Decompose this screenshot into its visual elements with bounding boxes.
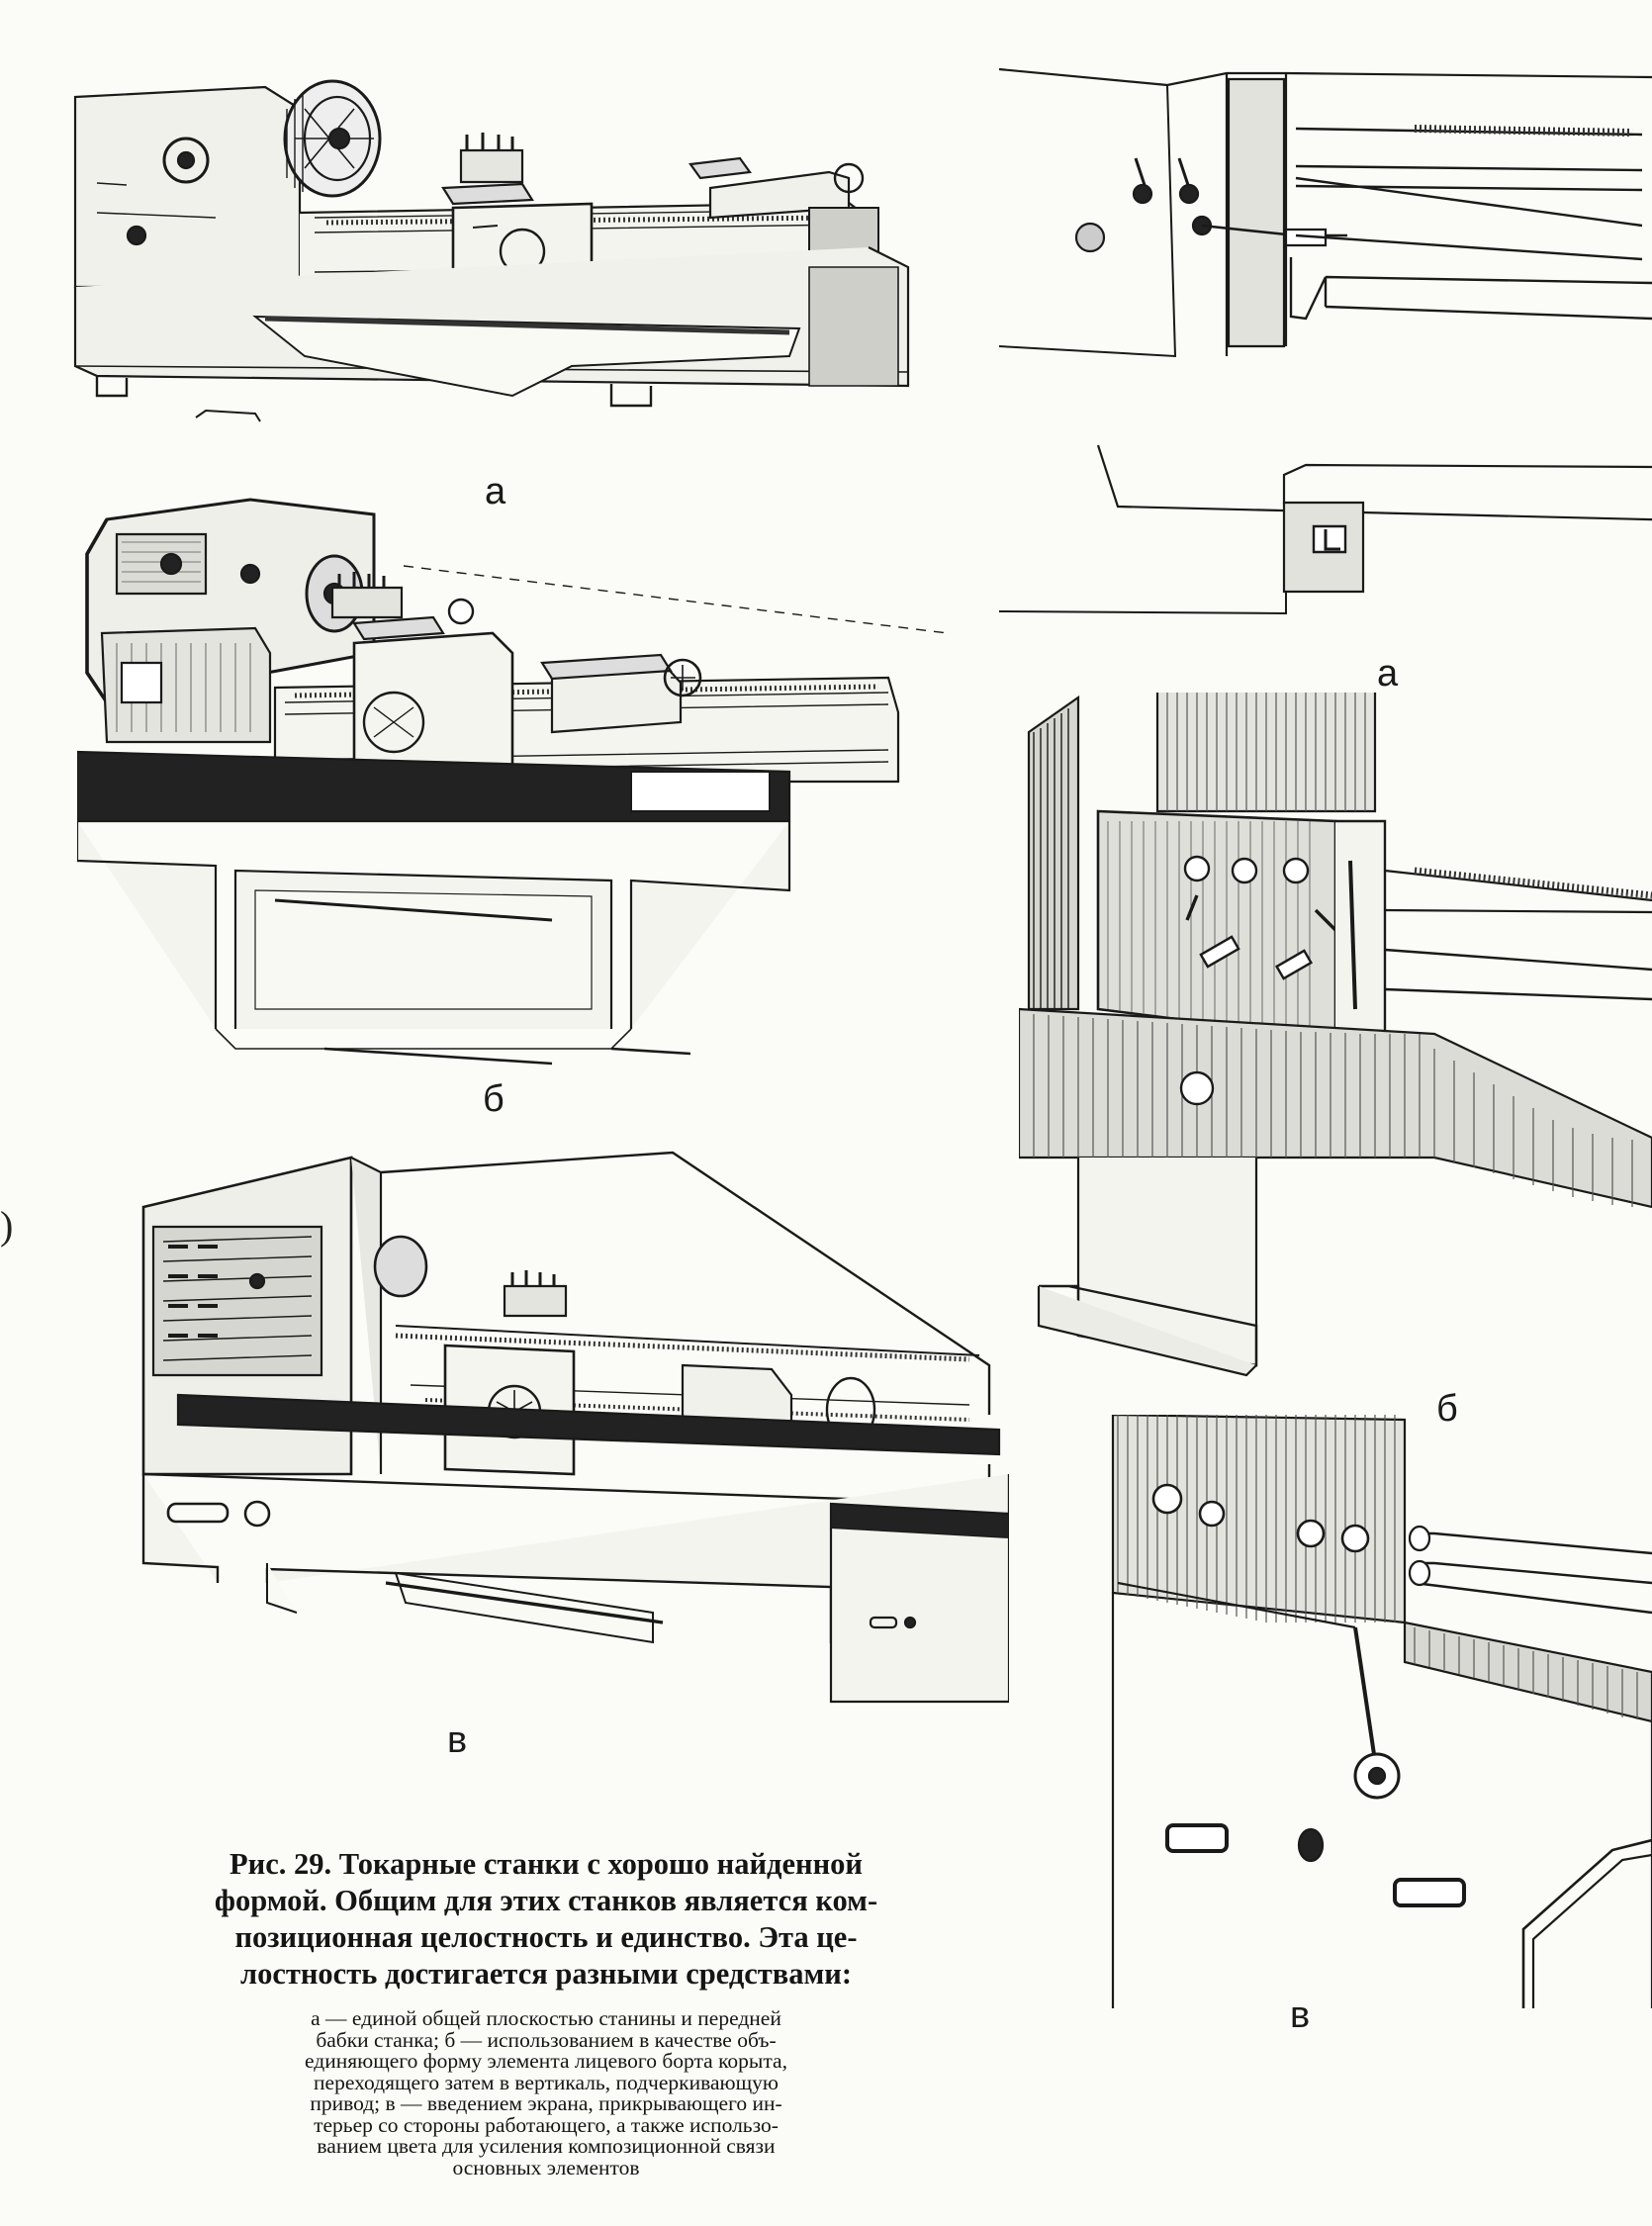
lathe-detail-c (1058, 1415, 1652, 2008)
lathe-detail-a (999, 59, 1652, 623)
caption-body-line: привод; в — введением экрана, прикрывающ… (310, 2091, 782, 2115)
caption-body-line: терьер со стороны работающего, а также и… (314, 2112, 779, 2137)
caption-body-line: единяющего форму элемента лицевого борта… (305, 2049, 787, 2073)
caption-body-line: а — единой общей плоскостью станины и пе… (311, 2006, 781, 2030)
caption-title-line: лостность достигается разными средствами… (239, 1957, 853, 1991)
caption-title-line: позиционная целостность и единство. Эта … (234, 1920, 858, 1954)
caption-title-line: формой. Общим для этих станков является … (214, 1884, 878, 1917)
caption-body-line: бабки станка; б — использованием в качес… (316, 2027, 777, 2052)
panel-label-left-b: б (483, 1078, 505, 1120)
caption-title-line: Рис. 29. Токарные станки с хорошо найден… (229, 1847, 863, 1881)
panel-label-right-a: а (1377, 653, 1399, 695)
lathe-illustration-b (77, 495, 967, 1088)
panel-label-right-b: б (1436, 1388, 1458, 1430)
lathe-illustration-a (57, 69, 948, 485)
caption-body: а — единой общей плоскостью станины и пе… (117, 2006, 975, 2180)
caption-body-line: переходящего затем в вертикаль, подчерки… (314, 2070, 779, 2094)
caption-body-line: ванием цвета для усиления композиционной… (317, 2134, 776, 2158)
lathe-detail-b (1019, 693, 1652, 1405)
figure-caption: Рис. 29. Токарные станки с хорошо найден… (117, 1846, 975, 2179)
panel-label-left-c: в (447, 1719, 468, 1761)
caption-body-line: основных элементов (452, 2155, 640, 2180)
panel-label-right-c: в (1290, 1994, 1311, 2036)
lathe-illustration-c (138, 1148, 1009, 1771)
panel-label-left-a: а (485, 471, 506, 512)
scan-mark: ) (0, 1203, 14, 1248)
caption-title: Рис. 29. Токарные станки с хорошо найден… (117, 1846, 975, 1993)
